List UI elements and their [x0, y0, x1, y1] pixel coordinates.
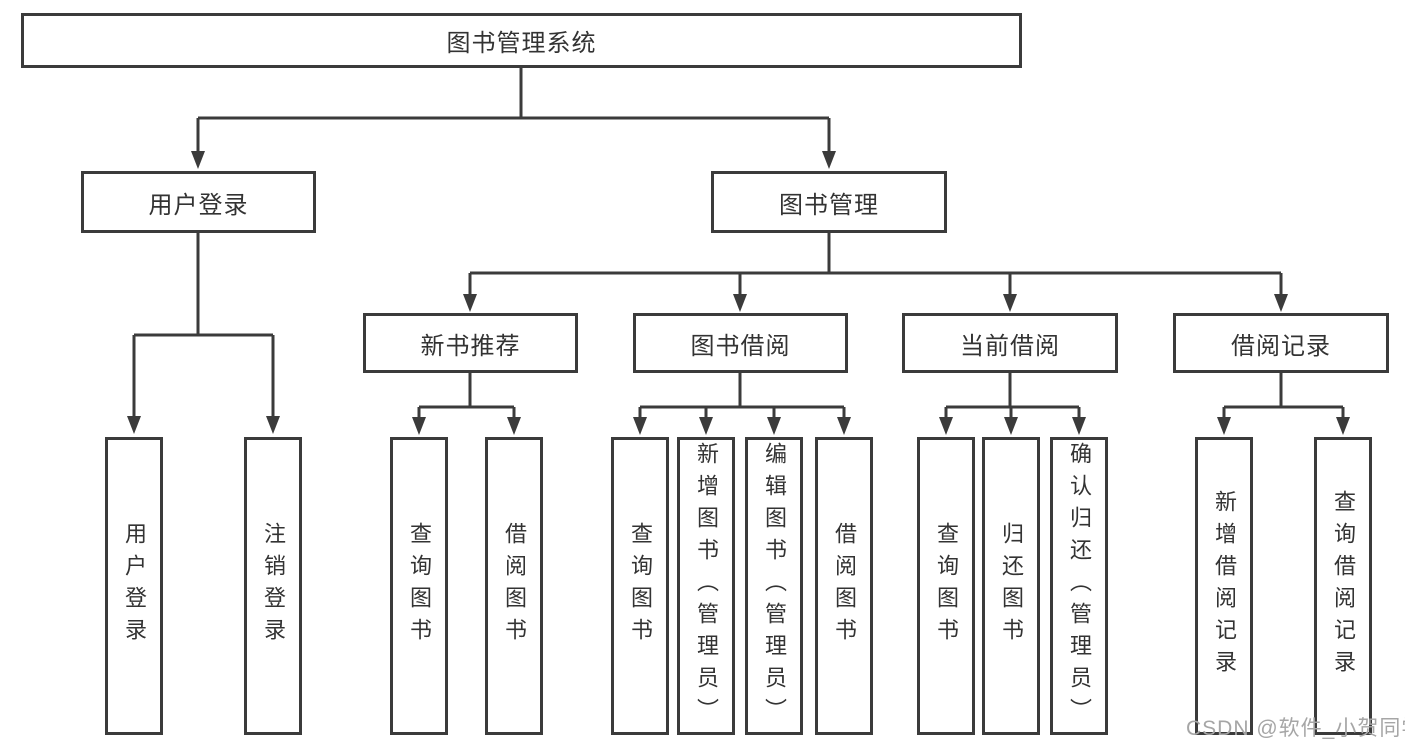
csdn-watermark: CSDN @软件_小贺同学	[1186, 717, 1405, 740]
leaf-user-login: 用户登录	[105, 437, 163, 735]
node-book-borrowing: 图书借阅	[633, 313, 848, 373]
node-library-management-system: 图书管理系统	[21, 13, 1022, 68]
leaf-label: 借阅图书	[502, 522, 527, 650]
node-book-management: 图书管理	[711, 171, 947, 233]
leaf-label: 查询借阅记录	[1331, 490, 1356, 682]
leaf-label: 注销登录	[261, 522, 286, 650]
connector-bookmgmt-to-level3	[463, 233, 1288, 312]
leaf-label: 查询图书	[407, 522, 432, 650]
node-label: 图书管理系统	[446, 30, 597, 57]
node-label: 图书管理	[779, 191, 879, 219]
leaf-borrow-books: 借阅图书	[815, 437, 873, 735]
leaf-label: 归还图书	[999, 522, 1024, 650]
leaf-confirm-return-admin: 确认归还（管理员）	[1050, 437, 1108, 735]
leaf-return-books: 归还图书	[982, 437, 1040, 735]
leaf-edit-books-admin: 编辑图书（管理员）	[745, 437, 803, 735]
leaf-label: 新增借阅记录	[1212, 490, 1237, 682]
leaf-label: 新增图书（管理员）	[694, 442, 719, 730]
node-label: 新书推荐	[420, 332, 521, 360]
connector-newbook-to-leaves	[412, 373, 521, 435]
connector-borrow-to-leaves	[633, 373, 851, 435]
leaf-label: 查询图书	[934, 522, 959, 650]
node-label: 借阅记录	[1231, 332, 1331, 360]
node-user-login: 用户登录	[81, 171, 316, 233]
leaf-query-borrow-record: 查询借阅记录	[1314, 437, 1372, 735]
node-label: 图书借阅	[690, 332, 791, 360]
connector-root-to-level2	[191, 68, 836, 169]
node-label: 用户登录	[148, 191, 249, 219]
leaf-label: 确认归还（管理员）	[1067, 442, 1092, 730]
node-new-book-recommendation: 新书推荐	[363, 313, 578, 373]
node-current-borrowing: 当前借阅	[902, 313, 1118, 373]
node-label: 当前借阅	[960, 332, 1060, 360]
connector-login-to-leaves	[127, 233, 280, 434]
leaf-label: 用户登录	[122, 522, 147, 650]
leaf-add-books-admin: 新增图书（管理员）	[677, 437, 735, 735]
connector-records-to-leaves	[1217, 373, 1350, 435]
connector-current-to-leaves	[939, 373, 1086, 435]
leaf-add-borrow-record: 新增借阅记录	[1195, 437, 1253, 735]
leaf-logout: 注销登录	[244, 437, 302, 735]
leaf-query-books-newbook: 查询图书	[390, 437, 448, 735]
leaf-label: 借阅图书	[832, 522, 857, 650]
leaf-label: 查询图书	[628, 522, 653, 650]
leaf-query-books-borrow: 查询图书	[611, 437, 669, 735]
leaf-borrow-books-newbook: 借阅图书	[485, 437, 543, 735]
node-borrowing-records: 借阅记录	[1173, 313, 1389, 373]
leaf-query-books-current: 查询图书	[917, 437, 975, 735]
leaf-label: 编辑图书（管理员）	[762, 442, 787, 730]
